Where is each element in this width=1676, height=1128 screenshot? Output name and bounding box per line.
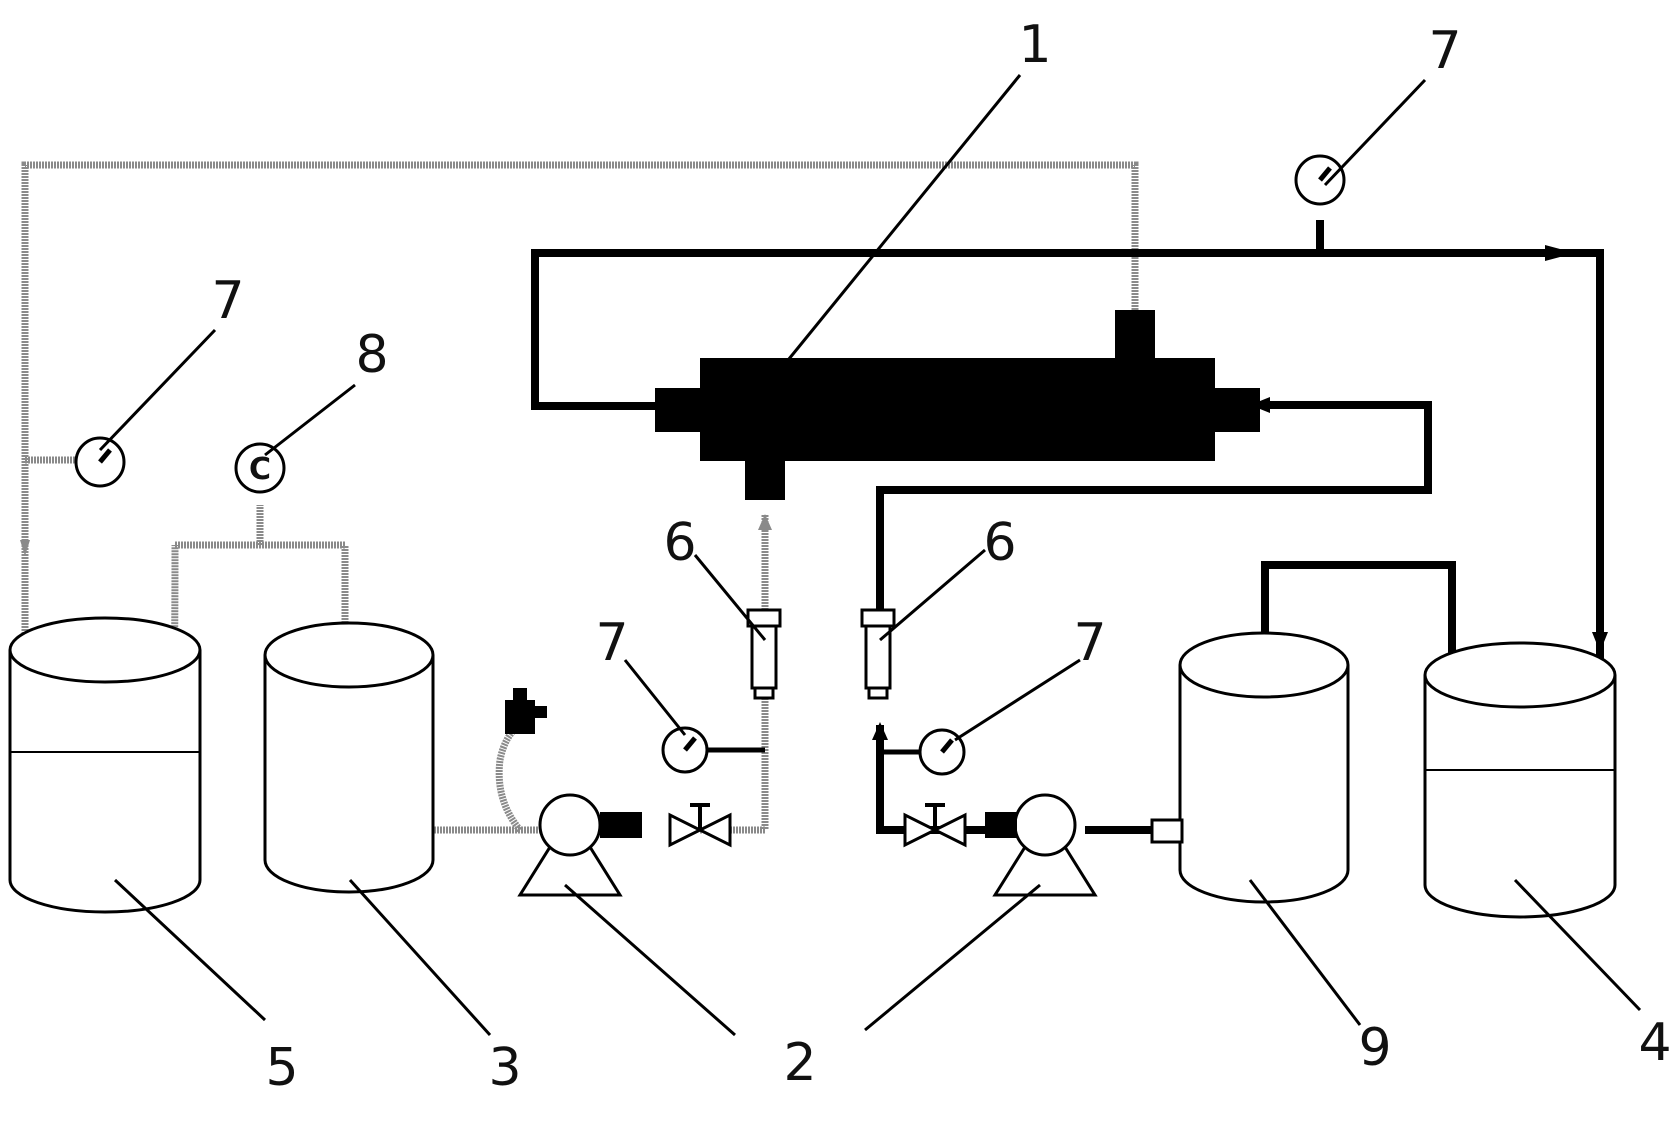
flowmeter-left — [746, 608, 782, 700]
flowmeter-right — [860, 608, 896, 700]
sensor-probe — [505, 688, 547, 734]
valve-left — [668, 803, 732, 848]
label-gauge-left: 7 — [211, 271, 244, 331]
label-draw-tank: 4 — [1638, 1013, 1671, 1073]
feed-tank — [263, 621, 435, 894]
label-heating-tank: 5 — [265, 1038, 298, 1098]
label-gauge-top: 7 — [1428, 21, 1461, 81]
label-draw-reservoir: 9 — [1358, 1018, 1391, 1078]
label-flowmeter-left: 6 — [663, 513, 696, 573]
conductivity-meter: C — [234, 442, 286, 494]
valve-right — [903, 803, 967, 848]
leader-lines — [98, 74, 1642, 1037]
label-flowmeter-right: 6 — [983, 513, 1016, 573]
pump-right — [985, 793, 1098, 897]
pump-left — [517, 793, 642, 897]
label-membrane-module: 1 — [1018, 15, 1051, 75]
label-feed-tank: 3 — [488, 1038, 521, 1098]
pressure-gauge-left — [74, 436, 126, 488]
pressure-gauge-mid-right — [880, 728, 966, 776]
label-conductivity-meter: 8 — [355, 325, 388, 385]
label-pump: 2 — [783, 1033, 816, 1093]
conductivity-symbol: C — [249, 452, 271, 487]
pressure-gauge-mid-left — [661, 726, 765, 774]
draw-reservoir — [1150, 631, 1350, 904]
label-gauge-mid-left: 7 — [595, 613, 628, 673]
heating-tank — [8, 616, 202, 914]
draw-tank — [1423, 641, 1617, 919]
membrane-module — [655, 310, 1260, 500]
label-gauge-mid-right: 7 — [1073, 613, 1106, 673]
pressure-gauge-top — [1294, 154, 1346, 206]
component-labels: 1 7 7 8 6 6 7 7 5 3 2 9 4 — [211, 15, 1671, 1098]
